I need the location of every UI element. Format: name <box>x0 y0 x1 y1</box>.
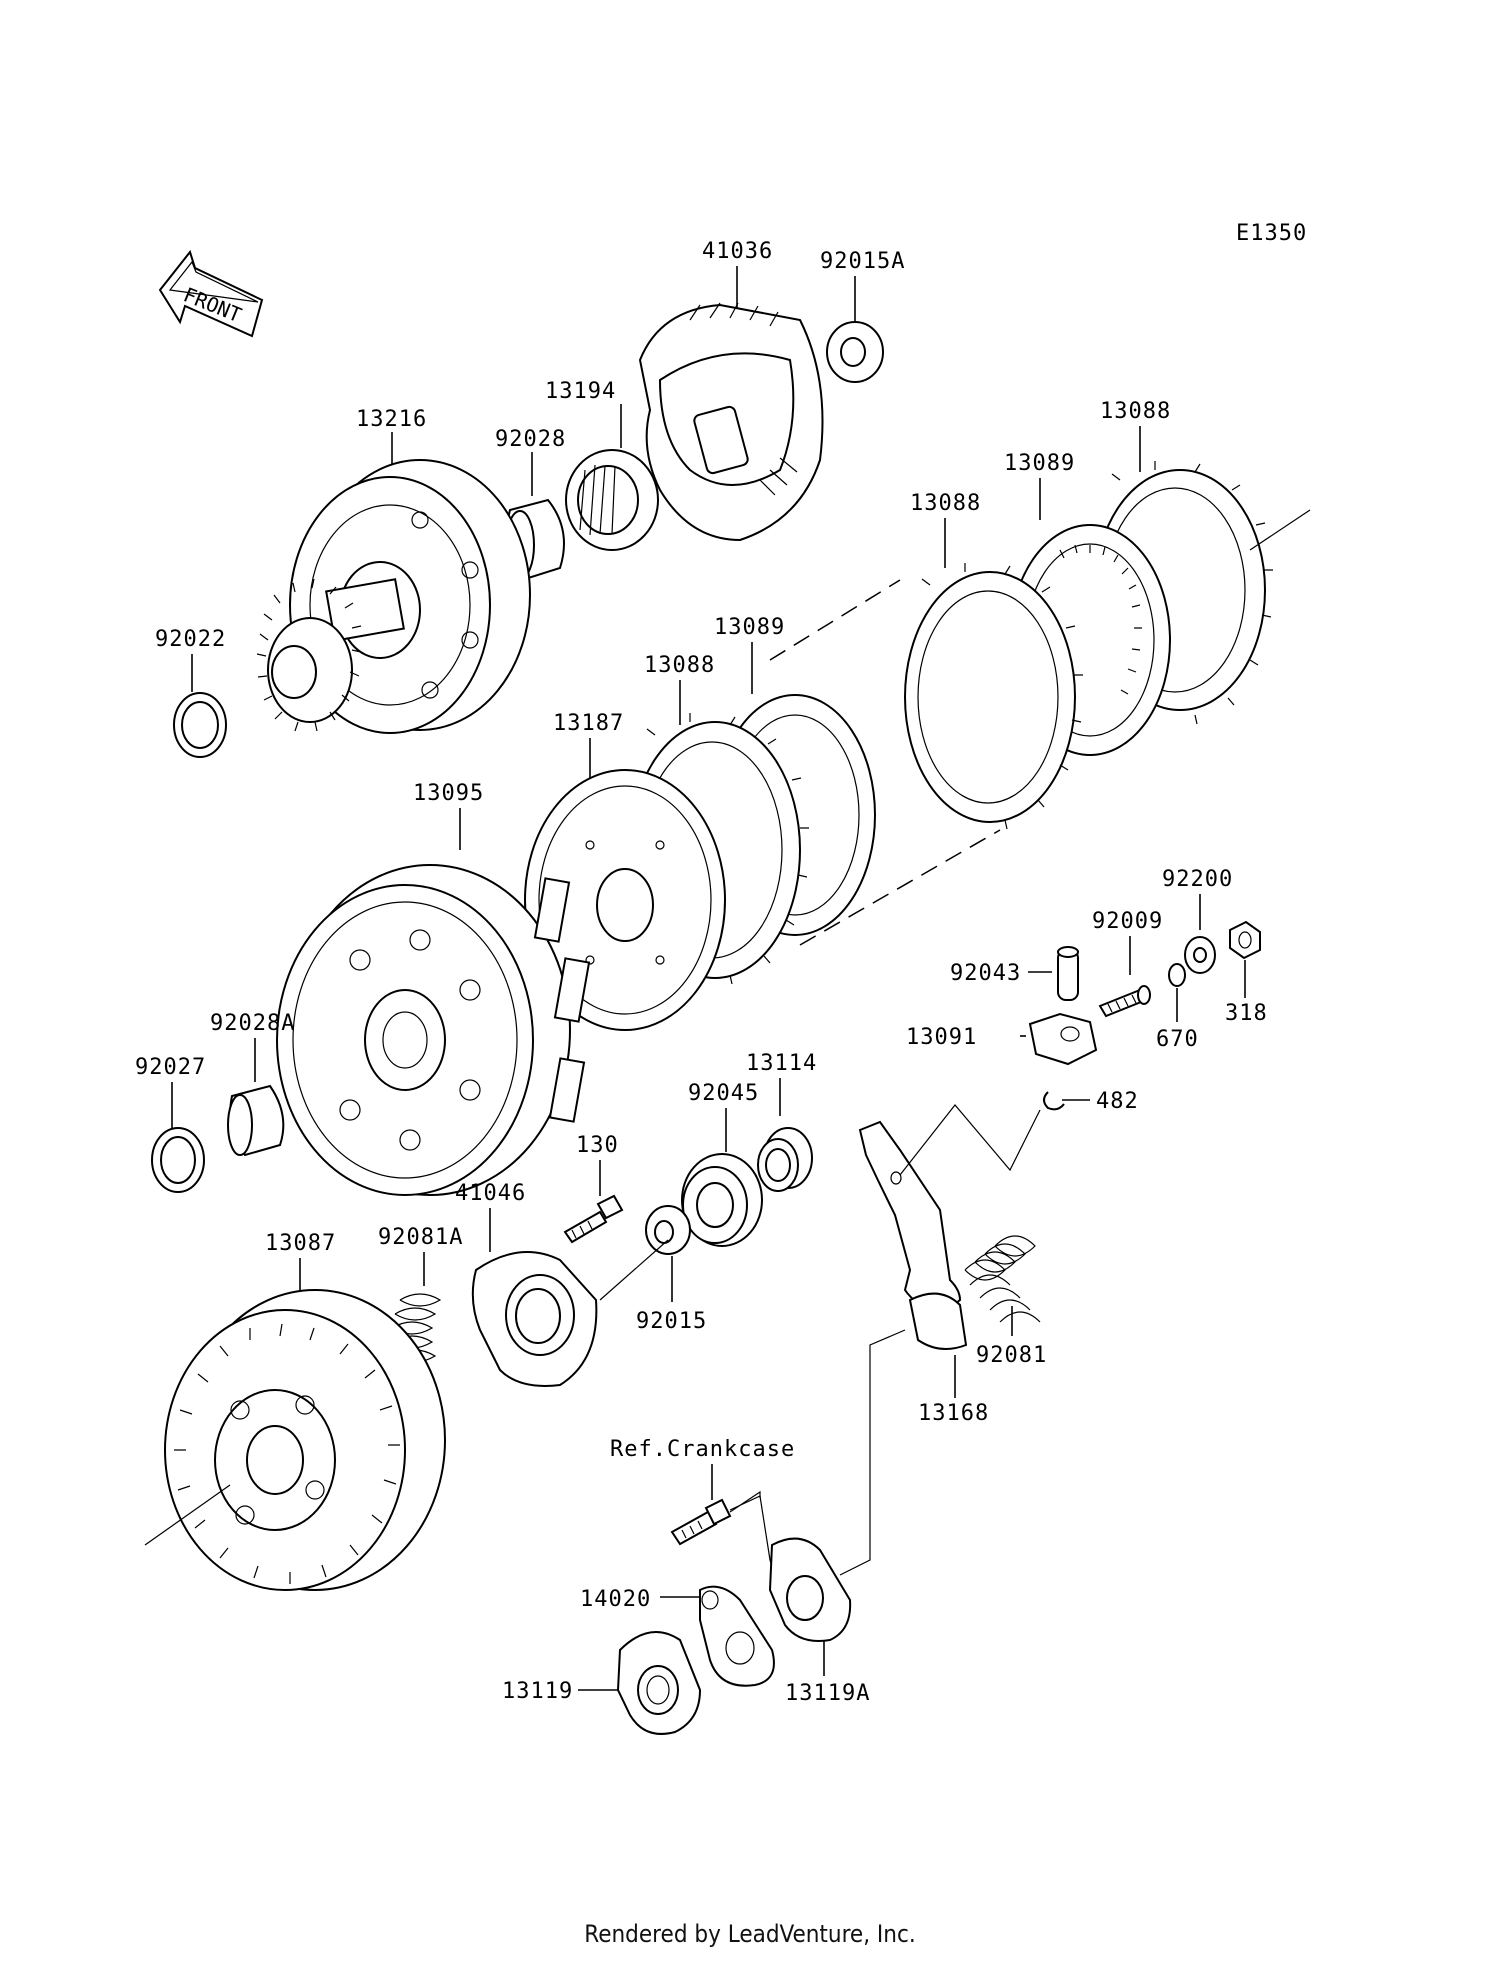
o-ring-670[interactable] <box>1168 963 1186 1022</box>
bracket-13091[interactable] <box>1020 1012 1098 1066</box>
washer-92200[interactable] <box>1184 894 1216 974</box>
bearing-92045[interactable] <box>681 1108 763 1247</box>
alignment-line-bottom <box>799 829 1001 946</box>
crankcase-stud[interactable] <box>670 1464 761 1546</box>
gasket-14020[interactable] <box>660 1585 775 1687</box>
label-670: 670 <box>1156 1027 1199 1052</box>
label-92081: 92081 <box>976 1343 1047 1368</box>
label-13216: 13216 <box>356 407 427 432</box>
bolt-130[interactable] <box>563 1160 624 1244</box>
alignment-line-top <box>769 579 901 661</box>
label-13168: 13168 <box>918 1401 989 1426</box>
nut-92015A[interactable] <box>826 276 884 383</box>
diagram-code: E1350 <box>1236 221 1307 246</box>
label-92028A: 92028A <box>210 1011 295 1036</box>
footer-credit: Rendered by LeadVenture, Inc. <box>584 1920 916 1948</box>
clutch-housing-13095[interactable] <box>276 808 591 1196</box>
label-130: 130 <box>576 1133 619 1158</box>
label-92015A: 92015A <box>820 249 905 274</box>
label-482: 482 <box>1096 1089 1139 1114</box>
front-arrow-icon: FRONT <box>158 249 264 338</box>
label-92022: 92022 <box>155 627 226 652</box>
cam-13119A[interactable] <box>768 1537 852 1676</box>
label-92081A: 92081A <box>378 1225 463 1250</box>
cam-13119[interactable] <box>578 1631 702 1735</box>
axis-line-lower <box>144 1484 231 1546</box>
label-92015: 92015 <box>636 1309 707 1334</box>
label-13187: 13187 <box>553 711 624 736</box>
release-lever-13168[interactable] <box>858 1120 968 1398</box>
friction-plate-13088-mid[interactable] <box>904 518 1083 830</box>
lifter-41046[interactable] <box>471 1208 669 1387</box>
spring-92081[interactable] <box>964 1235 1041 1336</box>
label-92200: 92200 <box>1162 867 1233 892</box>
clutch-shoe-41036[interactable] <box>638 266 824 542</box>
label-318: 318 <box>1225 1001 1268 1026</box>
label-13114: 13114 <box>746 1051 817 1076</box>
label-13088-mid: 13088 <box>910 491 981 516</box>
label-41036: 41036 <box>702 239 773 264</box>
label-92009: 92009 <box>1092 909 1163 934</box>
label-13091: 13091 <box>906 1025 977 1050</box>
bearing-13194[interactable] <box>565 404 659 551</box>
label-13095: 13095 <box>413 781 484 806</box>
nut-318[interactable] <box>1229 920 1261 998</box>
label-13089-mid: 13089 <box>714 615 785 640</box>
washer-92022[interactable] <box>173 654 227 758</box>
clutch-drum-13216[interactable] <box>256 432 531 734</box>
label-13088-low: 13088 <box>644 653 715 678</box>
bush-92028A[interactable] <box>227 1038 285 1157</box>
bush-13114[interactable] <box>757 1078 813 1192</box>
washer-92027[interactable] <box>151 1082 205 1193</box>
label-13119A: 13119A <box>785 1681 870 1706</box>
spring-92081A[interactable] <box>391 1252 442 1363</box>
clutch-hub-13087[interactable] <box>164 1258 446 1591</box>
label-92045: 92045 <box>688 1081 759 1106</box>
connector-line-13119A <box>839 1329 906 1576</box>
circlip-482[interactable] <box>1043 1091 1090 1111</box>
label-13089-top: 13089 <box>1004 451 1075 476</box>
label-13119: 13119 <box>502 1679 573 1704</box>
label-13087: 13087 <box>265 1231 336 1256</box>
label-92043: 92043 <box>950 961 1021 986</box>
label-13194: 13194 <box>545 379 616 404</box>
label-41046: 41046 <box>455 1181 526 1206</box>
label-ref-crankcase: Ref.Crankcase <box>610 1437 795 1462</box>
label-92027: 92027 <box>135 1055 206 1080</box>
label-14020: 14020 <box>580 1587 651 1612</box>
adjust-screw-92009[interactable] <box>1098 936 1151 1018</box>
label-13088-top: 13088 <box>1100 399 1171 424</box>
label-92028: 92028 <box>495 427 566 452</box>
pin-92043[interactable] <box>1028 946 1079 1001</box>
connector-lines-lever <box>899 1104 1041 1176</box>
axis-line-upper <box>1249 509 1311 551</box>
